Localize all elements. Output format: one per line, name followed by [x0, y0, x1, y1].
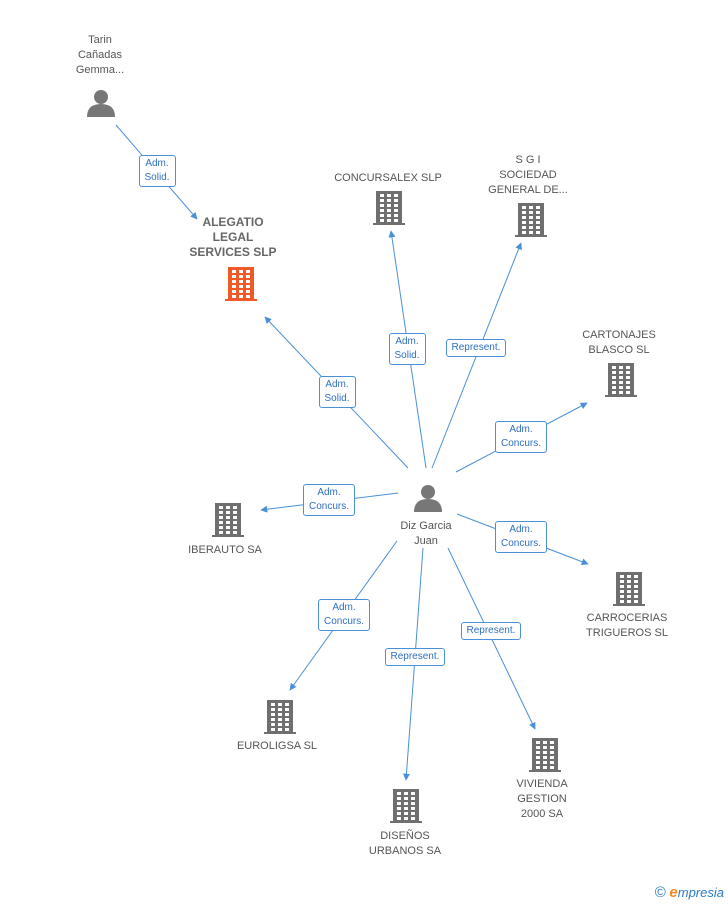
building-icon-sgi[interactable] — [515, 203, 547, 237]
building-icon-vivienda[interactable] — [529, 738, 561, 772]
edge-label-tarin-alegatio[interactable]: Adm. Solid. — [138, 155, 176, 187]
node-label-line: BLASCO SL — [588, 344, 650, 356]
edge-label-line: Adm. — [325, 379, 349, 390]
edge-label-line: Solid. — [394, 350, 420, 361]
node-label-carrocerias[interactable]: CARROCERIAS TRIGUEROS SL — [567, 611, 687, 641]
brand-initial: e — [669, 884, 678, 901]
edge-label-line: Adm. — [395, 336, 419, 347]
edge-label-diz-alegatio[interactable]: Adm. Solid. — [318, 376, 356, 408]
node-label-line: SERVICES SLP — [189, 245, 277, 259]
edge-label-diz-sgi[interactable]: Represent. — [445, 339, 507, 357]
building-icon-disenos[interactable] — [390, 789, 422, 823]
edge-label-line: Solid. — [144, 172, 170, 183]
building-icon-cartonajes[interactable] — [605, 363, 637, 397]
node-label-line: GESTION — [517, 793, 567, 805]
node-label-line: LEGAL — [212, 230, 254, 244]
node-label-line: GENERAL DE... — [488, 184, 568, 196]
node-label-sgi[interactable]: S G I SOCIEDAD GENERAL DE... — [473, 153, 583, 198]
building-icon-alegatio[interactable] — [225, 267, 257, 301]
node-label-cartonajes[interactable]: CARTONAJES BLASCO SL — [564, 328, 674, 358]
person-icon-diz[interactable] — [414, 485, 442, 512]
edge-label-line: Concurs. — [324, 616, 365, 627]
node-label-line: IBERAUTO SA — [188, 544, 262, 556]
edge-label-line: Represent. — [466, 625, 516, 636]
node-label-line: CARTONAJES — [582, 329, 656, 341]
edge-label-diz-carrocerias[interactable]: Adm. Concurs. — [495, 521, 548, 553]
edge-label-line: Adm. — [509, 424, 533, 435]
node-label-euroligsa[interactable]: EUROLIGSA SL — [222, 739, 332, 754]
edge-label-diz-cartonajes[interactable]: Adm. Concurs. — [495, 421, 548, 453]
edge-label-line: Adm. — [509, 524, 533, 535]
edge-label-line: Concurs. — [501, 538, 542, 549]
node-label-line: TRIGUEROS SL — [586, 627, 668, 639]
node-label-line: Cañadas — [77, 49, 123, 61]
edge-label-line: Adm. — [145, 158, 169, 169]
edge-label-diz-concursalex[interactable]: Adm. Solid. — [388, 333, 426, 365]
edge-label-diz-euroligsa[interactable]: Adm. Concurs. — [318, 599, 371, 631]
node-label-line: DISEÑOS — [380, 830, 430, 842]
node-label-line: CONCURSALEX SLP — [334, 172, 442, 184]
node-label-line: 2000 SA — [520, 808, 564, 820]
brand-name: mpresia — [677, 885, 724, 900]
brand-logo[interactable]: © empresia — [655, 884, 724, 901]
node-label-line: EUROLIGSA SL — [236, 740, 318, 752]
edge-label-line: Adm. — [317, 487, 341, 498]
edge-label-line: Solid. — [324, 393, 350, 404]
node-label-line: Gemma... — [75, 64, 125, 76]
node-label-line: Juan — [414, 535, 438, 547]
edge-label-line: Concurs. — [501, 438, 542, 449]
node-label-line: Diz Garcia — [400, 520, 452, 532]
node-label-line: Tarin — [88, 34, 112, 46]
edge-label-diz-vivienda[interactable]: Represent. — [460, 622, 522, 640]
node-label-line: URBANOS SA — [368, 845, 442, 857]
copyright-symbol: © — [654, 884, 666, 901]
icons-layer — [87, 90, 645, 823]
edge-label-line: Adm. — [332, 602, 356, 613]
node-label-line: VIVIENDA — [516, 778, 568, 790]
node-label-vivienda[interactable]: VIVIENDA GESTION 2000 SA — [492, 777, 592, 822]
building-icon-concursalex[interactable] — [373, 191, 405, 225]
edge-label-diz-iberauto[interactable]: Adm. Concurs. — [303, 484, 356, 516]
edge-label-line: Represent. — [451, 342, 501, 353]
edge-label-line: Represent. — [390, 651, 440, 662]
edge-label-diz-disenos[interactable]: Represent. — [384, 648, 446, 666]
node-label-disenos[interactable]: DISEÑOS URBANOS SA — [355, 829, 455, 859]
building-icon-iberauto[interactable] — [212, 503, 244, 537]
edge-label-line: Concurs. — [309, 501, 350, 512]
person-icon-tarin[interactable] — [87, 90, 115, 117]
building-icon-euroligsa[interactable] — [264, 700, 296, 734]
node-label-line: CARROCERIAS — [586, 612, 668, 624]
node-label-line: ALEGATIO — [202, 215, 264, 229]
building-icon-carrocerias[interactable] — [613, 572, 645, 606]
node-label-iberauto[interactable]: IBERAUTO SA — [170, 543, 280, 558]
node-label-concursalex[interactable]: CONCURSALEX SLP — [323, 171, 453, 186]
node-label-line: S G I — [515, 154, 541, 166]
node-label-line: SOCIEDAD — [499, 169, 557, 181]
